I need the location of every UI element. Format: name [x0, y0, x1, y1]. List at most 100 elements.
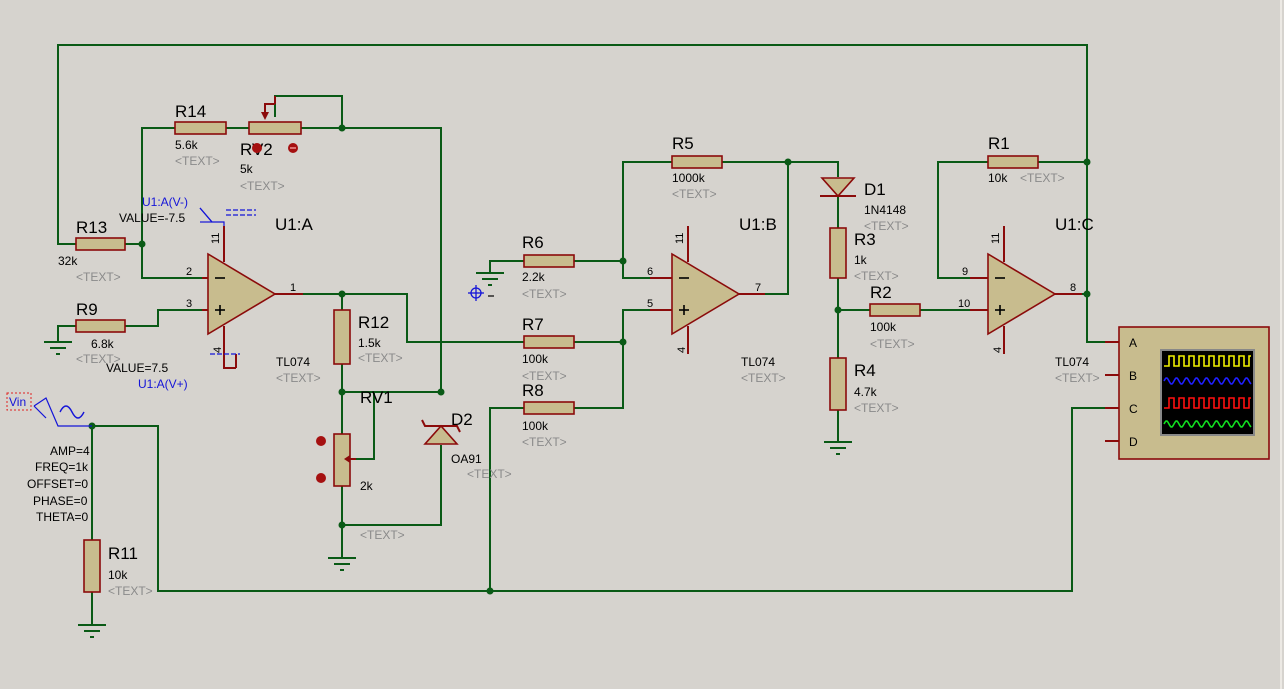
- svg-text:7: 7: [755, 282, 761, 294]
- trace-d: [1163, 420, 1252, 428]
- resistor-r6[interactable]: R6 2.2k <TEXT>: [522, 233, 575, 301]
- svg-text:32k: 32k: [58, 254, 78, 268]
- resistor-r5[interactable]: R5 1000k <TEXT>: [671, 134, 723, 201]
- svg-text:<TEXT>: <TEXT>: [741, 371, 786, 385]
- resistor-r13[interactable]: R13 32k <TEXT>: [58, 218, 126, 284]
- resistor-r4[interactable]: R4 4.7k <TEXT>: [829, 357, 899, 415]
- svg-text:4.7k: 4.7k: [854, 385, 878, 399]
- svg-text:5.6k: 5.6k: [175, 138, 199, 152]
- ground-r9: [44, 341, 72, 355]
- svg-text:4: 4: [992, 347, 1004, 353]
- resistor-r12[interactable]: R12 1.5k <TEXT>: [333, 309, 403, 365]
- svg-text:R11: R11: [108, 544, 138, 563]
- svg-text:RV1: RV1: [360, 388, 393, 407]
- trace-c: [1164, 397, 1251, 409]
- diode-d1[interactable]: D1 1N4148 <TEXT>: [820, 177, 909, 233]
- svg-text:<TEXT>: <TEXT>: [1055, 371, 1100, 385]
- resistor-r1[interactable]: R1 10k <TEXT>: [987, 134, 1065, 185]
- svg-text:R3: R3: [854, 230, 876, 249]
- svg-text:<TEXT>: <TEXT>: [76, 270, 121, 284]
- svg-text:<TEXT>: <TEXT>: [522, 435, 567, 449]
- svg-text:3: 3: [186, 298, 192, 310]
- svg-text:100k: 100k: [870, 320, 897, 334]
- svg-text:5: 5: [647, 298, 653, 310]
- svg-text:<TEXT>: <TEXT>: [240, 179, 285, 193]
- pot-decrement-handle[interactable]: [252, 143, 262, 153]
- svg-text:<TEXT>: <TEXT>: [358, 351, 403, 365]
- opamp-u1c[interactable]: 9 10 8 11 4 U1:C TL074 <TEXT>: [958, 215, 1100, 385]
- ground-r6: [476, 272, 504, 286]
- junctions: [88, 124, 1091, 595]
- ground-r11: [78, 624, 106, 638]
- supply-positive[interactable]: VALUE=7.5 U1:A(V+): [106, 353, 240, 391]
- oscilloscope[interactable]: A B C D: [1105, 326, 1270, 460]
- svg-text:TL074: TL074: [741, 355, 775, 369]
- svg-text:B: B: [1129, 369, 1137, 383]
- pot-increment-handle[interactable]: [316, 436, 326, 446]
- opamp-u1a[interactable]: 2 3 1 11 4 U1:A TL074 <TEXT>: [186, 215, 321, 385]
- svg-text:R12: R12: [358, 313, 389, 332]
- svg-text:R4: R4: [854, 361, 876, 380]
- svg-text:6: 6: [647, 266, 653, 278]
- resistor-r11[interactable]: R11 10k <TEXT>: [83, 539, 153, 598]
- svg-text:VALUE=7.5: VALUE=7.5: [106, 361, 168, 375]
- svg-text:TL074: TL074: [276, 355, 310, 369]
- svg-text:C: C: [1129, 402, 1138, 416]
- resistor-r7[interactable]: R7 100k <TEXT>: [522, 315, 575, 383]
- svg-text:11: 11: [210, 233, 222, 244]
- svg-text:<TEXT>: <TEXT>: [522, 287, 567, 301]
- svg-text:1000k: 1000k: [672, 171, 706, 185]
- svg-text:D2: D2: [451, 410, 473, 429]
- svg-text:4: 4: [212, 347, 224, 353]
- svg-text:<TEXT>: <TEXT>: [1020, 171, 1065, 185]
- supply-negative[interactable]: U1:A(V-) VALUE=-7.5: [119, 195, 256, 226]
- svg-text:10: 10: [958, 298, 970, 310]
- resistor-r3[interactable]: R3 1k <TEXT>: [829, 227, 899, 283]
- svg-text:1.5k: 1.5k: [358, 336, 382, 350]
- trace-a: [1164, 355, 1251, 367]
- diode-d2[interactable]: D2 OA91 <TEXT>: [421, 410, 512, 481]
- svg-text:<TEXT>: <TEXT>: [467, 467, 512, 481]
- svg-text:THETA=0: THETA=0: [36, 510, 88, 524]
- svg-text:8: 8: [1070, 282, 1076, 294]
- svg-text:<TEXT>: <TEXT>: [76, 352, 121, 366]
- svg-text:R9: R9: [76, 300, 98, 319]
- signal-generator-vin[interactable]: Vin AMP=4 FREQ=1k OFFSET=0 PHASE=0 THETA…: [6, 392, 92, 524]
- svg-text:R8: R8: [522, 381, 544, 400]
- svg-text:R6: R6: [522, 233, 544, 252]
- oscilloscope-traces: [1163, 355, 1252, 428]
- svg-text:9: 9: [962, 266, 968, 278]
- svg-text:FREQ=1k: FREQ=1k: [35, 460, 89, 474]
- resistor-r9[interactable]: R9 6.8k <TEXT>: [75, 300, 126, 366]
- svg-text:PHASE=0: PHASE=0: [33, 494, 88, 508]
- opamp-u1b[interactable]: 6 5 7 11 4 U1:B TL074 <TEXT>: [647, 215, 786, 385]
- svg-text:100k: 100k: [522, 419, 549, 433]
- svg-text:Vin: Vin: [9, 395, 26, 409]
- svg-text:<TEXT>: <TEXT>: [864, 219, 909, 233]
- svg-text:11: 11: [674, 233, 686, 244]
- svg-text:U1:A: U1:A: [275, 215, 313, 234]
- svg-text:<TEXT>: <TEXT>: [672, 187, 717, 201]
- pot-decrement-handle[interactable]: [316, 473, 326, 483]
- svg-text:VALUE=-7.5: VALUE=-7.5: [119, 211, 185, 225]
- svg-text:R5: R5: [672, 134, 694, 153]
- probe-cursor-icon: [468, 285, 494, 301]
- svg-text:4: 4: [676, 347, 688, 353]
- svg-text:1k: 1k: [854, 253, 868, 267]
- potentiometer-rv1[interactable]: RV1 2k <TEXT>: [316, 388, 405, 542]
- svg-text:<TEXT>: <TEXT>: [276, 371, 321, 385]
- svg-text:AMP=4: AMP=4: [50, 444, 90, 458]
- svg-text:<TEXT>: <TEXT>: [360, 528, 405, 542]
- svg-text:10k: 10k: [988, 171, 1008, 185]
- resistor-r2[interactable]: R2 100k <TEXT>: [869, 283, 921, 351]
- potentiometer-rv2[interactable]: RV2 5k <TEXT>: [240, 96, 302, 193]
- svg-text:D: D: [1129, 435, 1138, 449]
- resistor-r14[interactable]: R14 5.6k <TEXT>: [174, 102, 227, 168]
- svg-text:1: 1: [290, 282, 296, 294]
- ground-symbols: [44, 272, 852, 638]
- svg-text:6.8k: 6.8k: [91, 337, 115, 351]
- resistor-r8[interactable]: R8 100k <TEXT>: [522, 381, 575, 449]
- svg-text:2: 2: [186, 266, 192, 278]
- ground-r4: [824, 441, 852, 455]
